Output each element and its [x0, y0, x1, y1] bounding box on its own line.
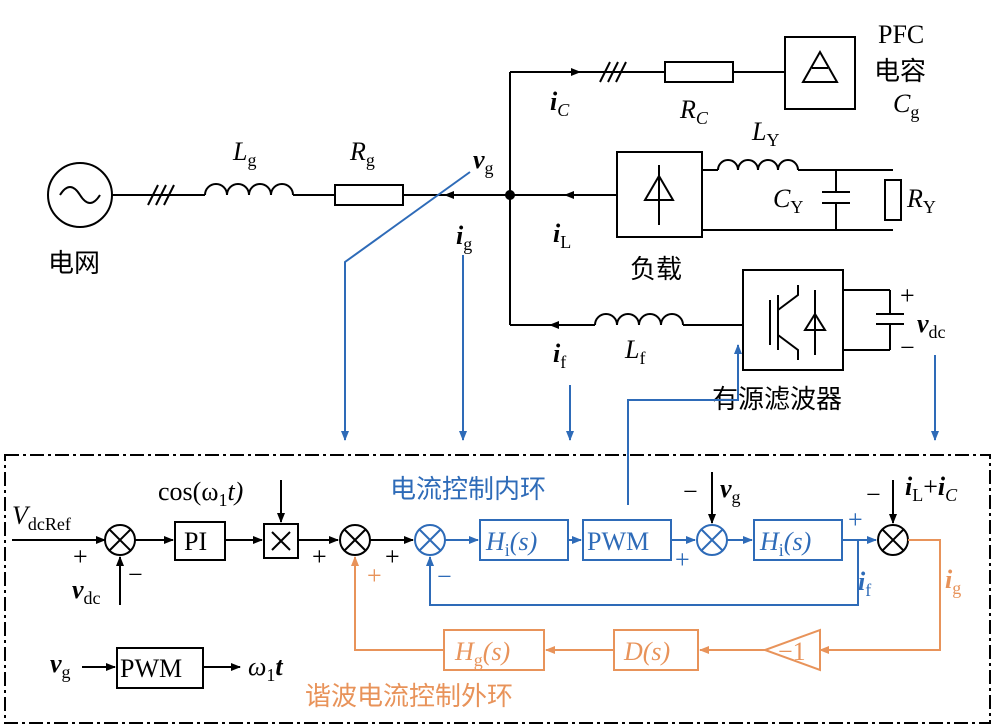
svg-text:电流控制内环: 电流控制内环	[390, 475, 546, 505]
svg-text:负载: 负载	[630, 255, 682, 285]
svg-text:RY: RY	[906, 184, 936, 217]
svg-text:+: +	[385, 542, 400, 571]
svg-text:+: +	[312, 542, 327, 571]
resistor-ry	[884, 179, 902, 221]
igbt-icon	[769, 285, 827, 360]
svg-text:cos(ω1t): cos(ω1t)	[158, 477, 243, 510]
svg-text:if: if	[553, 339, 566, 372]
svg-text:LY: LY	[751, 117, 779, 150]
svg-text:Hi(s): Hi(s)	[485, 527, 537, 560]
svg-text:vg: vg	[50, 649, 71, 682]
inductor-lg	[204, 183, 294, 196]
svg-text:+: +	[900, 281, 915, 310]
svg-text:ig: ig	[945, 565, 961, 598]
svg-text:电容: 电容	[874, 57, 926, 87]
svg-text:−: −	[128, 560, 143, 589]
svg-text:VdcRef: VdcRef	[12, 501, 71, 534]
recycle-icon	[801, 49, 839, 83]
resistor-rg	[334, 184, 404, 206]
svg-text:Rg: Rg	[349, 137, 375, 170]
svg-text:−: −	[437, 562, 452, 591]
svg-text:+: +	[367, 561, 382, 590]
svg-text:Hg(s): Hg(s)	[454, 637, 510, 670]
gain-neg1	[762, 628, 821, 672]
resistor-rc	[664, 61, 734, 83]
rectifier-load-box	[616, 151, 703, 238]
svg-text:vdc: vdc	[917, 309, 946, 342]
inductor-lf	[594, 313, 684, 326]
svg-text:−: −	[866, 480, 881, 509]
svg-text:iL+iC: iL+iC	[905, 472, 958, 505]
inverter-box	[742, 269, 844, 371]
grid-label: 电网	[48, 249, 100, 279]
svg-text:PWM: PWM	[120, 654, 182, 683]
svg-text:RC: RC	[679, 95, 709, 128]
svg-text:PI: PI	[184, 527, 207, 556]
svg-text:Cg: Cg	[893, 89, 919, 122]
svg-text:iC: iC	[550, 87, 570, 120]
svg-text:谐波电流控制外环: 谐波电流控制外环	[305, 682, 513, 712]
control-frame	[4, 454, 991, 724]
inductor-ly	[717, 159, 799, 171]
svg-text:Hi(s): Hi(s)	[759, 527, 811, 560]
svg-text:if: if	[858, 567, 871, 600]
svg-text:PFC: PFC	[878, 20, 924, 49]
svg-text:+: +	[848, 505, 863, 534]
svg-text:−: −	[683, 477, 698, 506]
svg-text:vg: vg	[473, 145, 494, 178]
svg-text:vg: vg	[720, 474, 741, 507]
svg-text:Lg: Lg	[232, 137, 256, 170]
svg-text:ig: ig	[456, 221, 472, 254]
svg-text:−1: −1	[778, 637, 806, 666]
svg-text:CY: CY	[773, 184, 803, 217]
pfc-capacitor-box	[784, 36, 856, 110]
svg-text:PWM: PWM	[587, 527, 649, 556]
svg-text:D(s): D(s)	[623, 637, 670, 666]
svg-text:vdc: vdc	[72, 575, 101, 608]
svg-text:iL: iL	[553, 219, 571, 252]
svg-text:+: +	[675, 545, 690, 574]
svg-text:−: −	[900, 333, 915, 362]
svg-text:+: +	[73, 542, 88, 571]
diode-icon	[643, 165, 675, 225]
svg-text:Lf: Lf	[624, 335, 645, 368]
svg-text:ω1t: ω1t	[248, 652, 283, 685]
